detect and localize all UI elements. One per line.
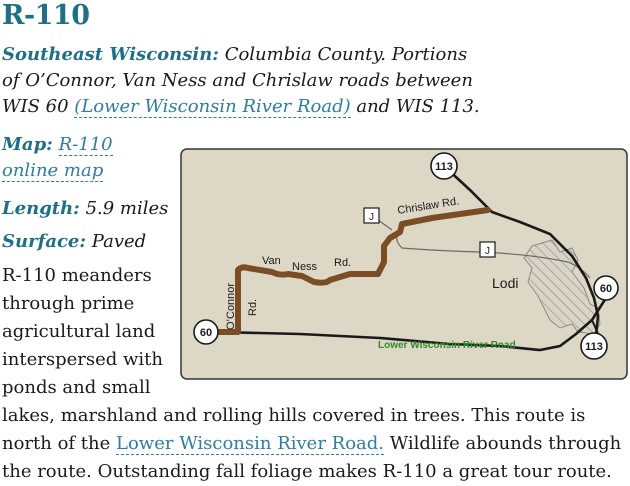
intro-text-3-post: and WIS 113. bbox=[350, 96, 480, 117]
svg-text:113: 113 bbox=[585, 341, 603, 353]
route-map-link[interactable]: R-110 bbox=[58, 134, 113, 156]
svg-text:60: 60 bbox=[200, 327, 212, 339]
length-value: 5.9 miles bbox=[85, 198, 169, 219]
oconnor-rd-label: Rd. bbox=[247, 299, 259, 316]
surface-row: Surface: Paved bbox=[2, 229, 146, 255]
county-j-shield-right: J bbox=[479, 241, 496, 258]
lower-wisconsin-river-road-link[interactable]: (Lower Wisconsin River Road) bbox=[74, 96, 351, 118]
map-label: Map: bbox=[2, 134, 53, 155]
description-line: north of the Lower Wisconsin River Road.… bbox=[2, 430, 621, 457]
wis-60-shield-right: 60 bbox=[593, 275, 619, 301]
wis-113-shield-bottom: 113 bbox=[580, 332, 608, 360]
description-line: interspersed with bbox=[2, 349, 163, 370]
description-line: R-110 meanders bbox=[2, 265, 152, 286]
length-row: Length: 5.9 miles bbox=[2, 196, 168, 222]
online-map-link[interactable]: online map bbox=[2, 160, 104, 182]
intro-text-1: Columbia County. Portions bbox=[224, 44, 468, 65]
van-label: Van bbox=[262, 255, 281, 267]
map-row: Map: R-110 bbox=[2, 132, 113, 158]
svg-text:113: 113 bbox=[435, 161, 453, 173]
ness-label: Ness bbox=[292, 261, 318, 273]
route-map[interactable]: Chrislaw Rd. Van Ness Rd. O’Connor Rd. L… bbox=[180, 148, 628, 380]
intro-line-1: Southeast Wisconsin: Columbia County. Po… bbox=[2, 42, 467, 68]
rd-label: Rd. bbox=[334, 257, 351, 269]
wis-113-highway bbox=[443, 165, 600, 347]
page-title: R-110 bbox=[2, 0, 90, 31]
map-background bbox=[180, 148, 628, 380]
county-j-shield-upper: J bbox=[363, 207, 380, 224]
length-label: Length: bbox=[2, 198, 80, 219]
wis-60-highway bbox=[217, 297, 608, 352]
description-line: lakes, marshland and rolling hills cover… bbox=[2, 405, 586, 426]
county-j-spur bbox=[377, 219, 393, 231]
wis-113-shield-top: 113 bbox=[430, 152, 458, 180]
intro-line-3: WIS 60 (Lower Wisconsin River Road) and … bbox=[2, 94, 480, 120]
lodi-label: Lodi bbox=[492, 275, 518, 291]
lower-wisconsin-river-road-link-2[interactable]: Lower Wisconsin River Road. bbox=[116, 433, 385, 455]
route-r110 bbox=[215, 207, 491, 335]
river-road-label: Lower Wisconsin River Road bbox=[378, 340, 516, 351]
surface-label: Surface: bbox=[2, 231, 87, 252]
description-line: agricultural land bbox=[2, 321, 156, 342]
svg-text:J: J bbox=[369, 212, 374, 223]
surface-value: Paved bbox=[91, 231, 147, 252]
description-line: through prime bbox=[2, 293, 135, 314]
description-line: ponds and small bbox=[2, 377, 151, 398]
intro-text-3-pre: WIS 60 bbox=[2, 96, 75, 117]
map-row-2: online map bbox=[2, 158, 104, 184]
wis-60-shield-left: 60 bbox=[193, 319, 219, 345]
oconnor-label: O’Connor bbox=[225, 283, 237, 330]
description-text: north of the bbox=[2, 433, 117, 454]
svg-text:J: J bbox=[485, 246, 490, 257]
description-text: Wildlife abounds through bbox=[384, 433, 622, 454]
description-line: the route. Outstanding fall foliage make… bbox=[2, 461, 612, 482]
svg-text:60: 60 bbox=[600, 283, 612, 295]
region-label: Southeast Wisconsin: bbox=[2, 44, 219, 65]
intro-line-2: of O’Connor, Van Ness and Chrislaw roads… bbox=[2, 70, 473, 91]
